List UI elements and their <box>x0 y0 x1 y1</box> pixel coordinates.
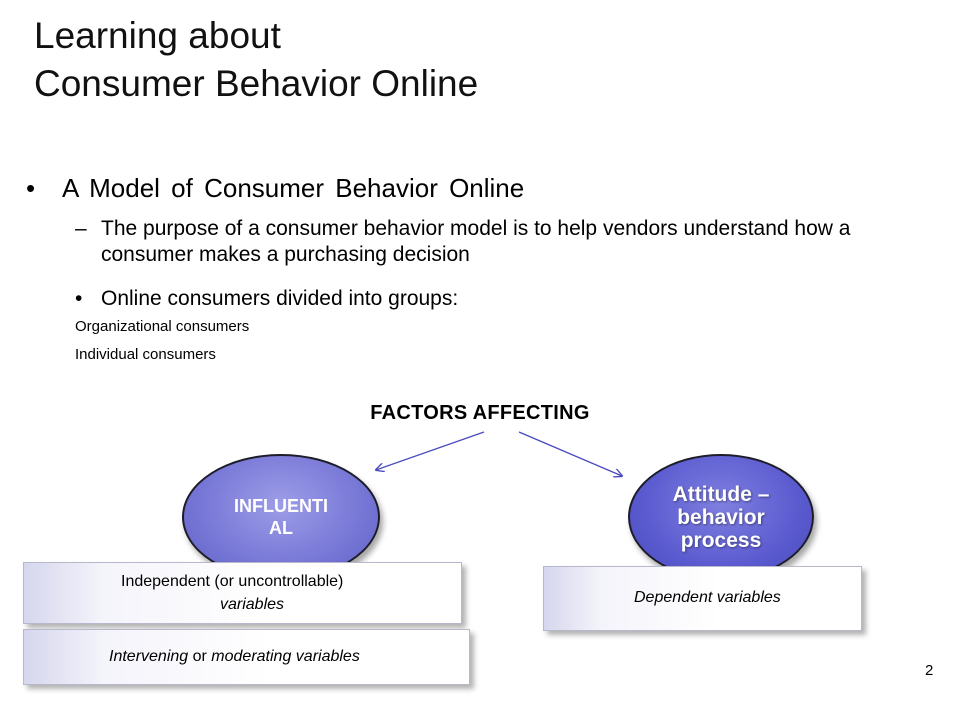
independent-variables-box: Independent (or uncontrollable) variable… <box>23 562 462 624</box>
bullet-icon: • <box>26 173 36 203</box>
title-line-1: Learning about <box>34 15 281 56</box>
title-line-2: Consumer Behavior Online <box>34 63 479 104</box>
main-bullet-text: A Model of Consumer Behavior Online <box>62 173 525 203</box>
slide-title: Learning about Consumer Behavior Online <box>34 12 478 108</box>
factors-heading: FACTORS AFFECTING <box>370 402 590 424</box>
intervening-word: Intervening <box>109 648 189 665</box>
dependent-variables-box: Dependent variables <box>543 566 862 631</box>
bullet-icon: • <box>75 287 83 310</box>
moderating-words: moderating variables <box>211 648 360 665</box>
independent-line-1: Independent (or uncontrollable) <box>121 573 344 590</box>
group-organizational: Organizational consumers <box>75 318 250 335</box>
attitude-behavior-ellipse: Attitude – behavior process <box>628 454 814 580</box>
attitude-behavior-label: Attitude – behavior process <box>672 482 770 552</box>
arrow-right <box>518 431 622 476</box>
or-word: or <box>188 648 212 665</box>
influential-ellipse: INFLUENTI AL <box>182 454 380 580</box>
intervening-variables-box: Intervening or moderating variables <box>23 629 470 685</box>
influential-label: INFLUENTI AL <box>234 496 328 538</box>
page-number: 2 <box>925 662 934 679</box>
group-individual: Individual consumers <box>75 346 216 363</box>
purpose-text: The purpose of a consumer behavior model… <box>101 217 851 266</box>
arrow-left <box>376 431 485 470</box>
dash-icon: – <box>75 217 87 240</box>
intervening-text: Intervening or moderating variables <box>109 647 360 667</box>
groups-text: Online consumers divided into groups: <box>101 287 459 310</box>
independent-line-2: variables <box>220 596 285 613</box>
dependent-text: Dependent variables <box>634 589 781 606</box>
